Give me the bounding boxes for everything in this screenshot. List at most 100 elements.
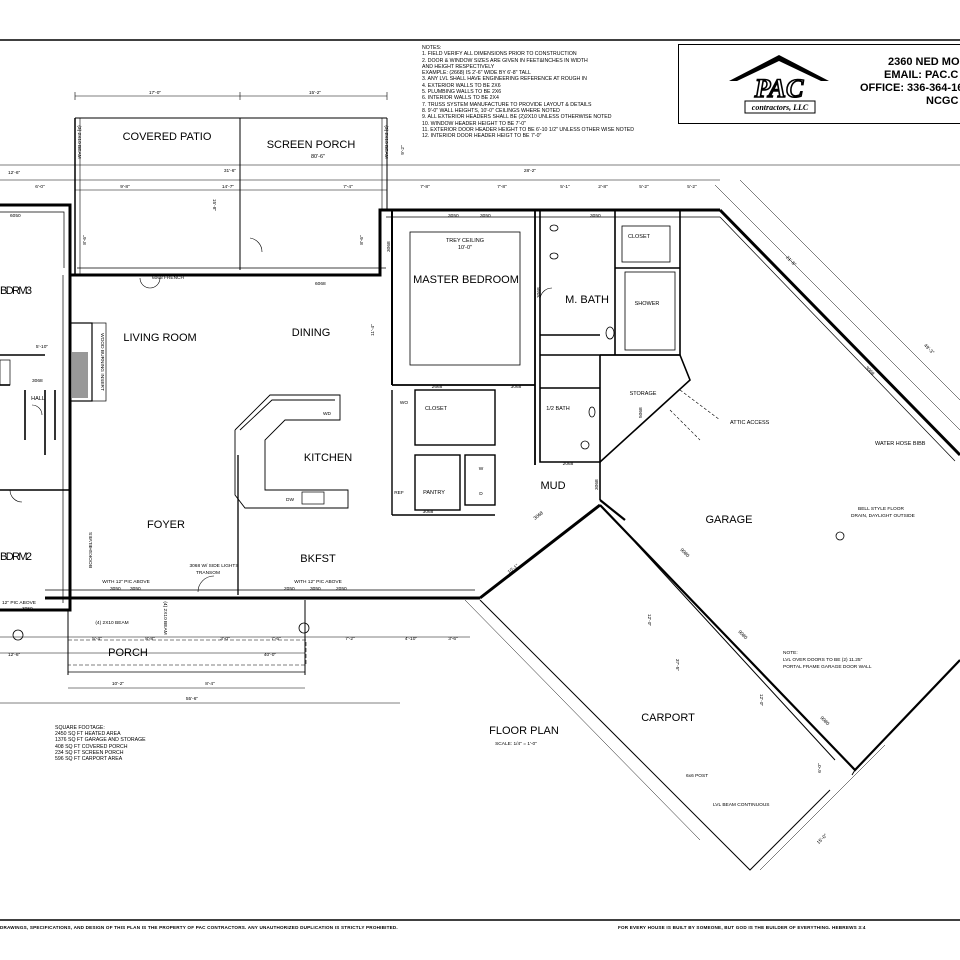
note-line: 8. 9'-0" WALL HEIGHTS, 10'-0" CEILINGS W… <box>422 107 560 114</box>
bkfst-label: BKFST <box>300 553 336 565</box>
window-code: 6050 <box>10 213 21 219</box>
screen-porch-label: SCREEN PORCH <box>267 139 356 151</box>
bottom-dimension-lines <box>0 636 470 704</box>
wd-label: WD <box>323 411 332 417</box>
wo-label: WO <box>400 400 409 406</box>
logo-text: PAC <box>754 74 804 103</box>
sqft-header: SQUARE FOOTAGE: <box>55 725 105 731</box>
dim: 37'-5" <box>674 659 680 672</box>
pantry-label: PANTRY <box>423 490 445 496</box>
dim: 9'-8" <box>120 184 130 190</box>
sink-icon-kitchen <box>301 491 325 505</box>
note-line: 6. INTERIOR WALLS TO BE 2X4 <box>422 95 499 102</box>
door-code: 3068 <box>536 287 542 298</box>
floor-plan-title: FLOOR PLAN <box>489 725 559 737</box>
foyer-label: FOYER <box>147 519 185 531</box>
dim: 11'-4" <box>370 324 376 336</box>
kitchen-label: KITCHEN <box>304 452 352 464</box>
logo-subtext: contractors, LLC <box>752 103 809 112</box>
footer-copyright: DRAWINGS, SPECIFICATIONS, AND DESIGN OF … <box>0 925 398 930</box>
dining-label: DINING <box>292 327 331 339</box>
water-hose-label: WATER HOSE BIBB <box>875 441 926 447</box>
lvl-note-2: PORTAL FRAME GARAGE DOOR WALL <box>783 664 872 670</box>
dim: 6'-0" <box>817 763 823 773</box>
sqft-line: 234 SQ FT SCREEN PORCH <box>55 749 124 756</box>
master-bedroom-label: MASTER BEDROOM <box>413 274 519 286</box>
sqft-line: 596 SQ FT CARPORT AREA <box>55 756 123 763</box>
dim: 5'-1" <box>560 184 570 190</box>
post-label: 6x6 POST <box>686 773 708 779</box>
note-line: 11. EXTERIOR DOOR HEADER HEIGHT TO BE 6'… <box>422 126 635 133</box>
window-code: 3050 <box>310 586 321 592</box>
dim: 5'-2" <box>639 184 649 190</box>
dim: 15'-0" <box>816 833 829 846</box>
dim: 14'-7" <box>222 184 235 190</box>
window-code: 3050 <box>448 213 459 219</box>
dim: 40'-0" <box>264 652 277 658</box>
section-markers <box>12 622 310 641</box>
master-bath-label: M. BATH <box>565 294 609 306</box>
sqft-line: 2450 SQ FT HEATED AREA <box>55 731 121 738</box>
garage-label: GARAGE <box>705 514 752 526</box>
garage-walls <box>599 499 960 776</box>
covered-patio-label: COVERED PATIO <box>123 131 212 143</box>
half-bath-sink-icon <box>580 440 590 450</box>
sqft-line: 408 SQ FT COVERED PORCH <box>55 743 128 750</box>
address-line: 2360 NED MOO <box>888 56 960 68</box>
dim: 8'-4" <box>205 681 215 687</box>
window-code: 3050 <box>22 606 33 612</box>
sink-icon <box>549 224 559 232</box>
roof-icon <box>729 55 829 81</box>
carport-outline <box>479 514 845 871</box>
dim: 5'-10" <box>36 344 49 350</box>
side-lights-label: 3068 W/ SIDE LIGHTS <box>189 563 238 569</box>
beam-left-label: (3) 2X10 BEAM <box>76 125 82 158</box>
window-code: 2050 <box>284 586 295 592</box>
kitchen-counters <box>234 394 349 595</box>
door-code: 2668 <box>432 384 443 390</box>
trey-ceiling-label: TREY CEILING <box>446 238 484 244</box>
door-code: 3068 <box>423 509 434 515</box>
storage-halfbath-walls <box>539 354 721 500</box>
wood-burning-label: WOOD BURNING INSERT <box>99 333 105 391</box>
note-line: 12. INTERIOR DOOR HEADER HEIGT TO BE 7'-… <box>422 133 542 140</box>
note-line: 2. DOOR & WINDOW SIZES ARE GIVEN IN FEET… <box>422 57 588 64</box>
license-line: NCGC <box>926 95 959 107</box>
lvl-note-1: LVL OVER DOORS TO BE (2) 11.25" <box>783 657 863 663</box>
dim: 28'-2" <box>524 168 537 174</box>
note-line: 1. FIELD VERIFY ALL DIMENSIONS PRIOR TO … <box>422 51 577 58</box>
garage-door-code: 9080 <box>679 547 691 559</box>
bell-floor-1: BELL STYLE FLOOR <box>858 506 904 512</box>
email-line: EMAIL: PAC.C <box>884 69 959 81</box>
sqft-line: 1376 SQ FT GARAGE AND STORAGE <box>55 737 146 744</box>
contact-info: 2360 NED MOO EMAIL: PAC.C OFFICE: 336-36… <box>860 56 960 108</box>
note-line: 4. EXTERIOR WALLS TO BE 2X6 <box>422 82 501 89</box>
trey-ceiling-outline <box>409 231 521 366</box>
dim: 7'-2" <box>345 636 355 642</box>
fireplace <box>69 322 107 402</box>
door-swings <box>9 237 553 593</box>
toilet-icon <box>605 326 615 340</box>
dim: 5'-4" <box>92 636 102 642</box>
porch-label: PORCH <box>108 647 148 659</box>
drain-icon <box>835 531 845 541</box>
pic-above-right: WITH 12" PIC ABOVE <box>294 579 342 585</box>
bath-fixtures <box>549 224 615 450</box>
construction-notes: NOTES: 1. FIELD VERIFY ALL DIMENSIONS PR… <box>422 45 672 139</box>
window-code: 6068 <box>315 281 326 287</box>
pic-above-left: WITH 12" PIC ABOVE <box>102 579 150 585</box>
dim: 10'-2" <box>112 681 125 687</box>
door-code: 3068 <box>594 479 600 490</box>
window-code: 3050 <box>130 586 141 592</box>
door-code: 3068 <box>32 378 43 384</box>
section-marker-icon <box>12 629 24 641</box>
note-line: AND HEIGHT RESPECTIVELY <box>422 63 495 70</box>
transom-label: TRANSOM <box>196 570 220 576</box>
note-line: 10. WINDOW HEADER HEIGHT TO BE 7'-0" <box>422 120 527 127</box>
dim: 8'-8" <box>145 636 155 642</box>
title-block: PAC contractors, LLC <box>678 44 960 124</box>
dim: 7'-4" <box>343 184 353 190</box>
screen-porch-size: 80'-6" <box>311 154 325 160</box>
note-line: 3. ANY LVL SHALL HAVE ENGINEERING REFERE… <box>422 76 587 83</box>
